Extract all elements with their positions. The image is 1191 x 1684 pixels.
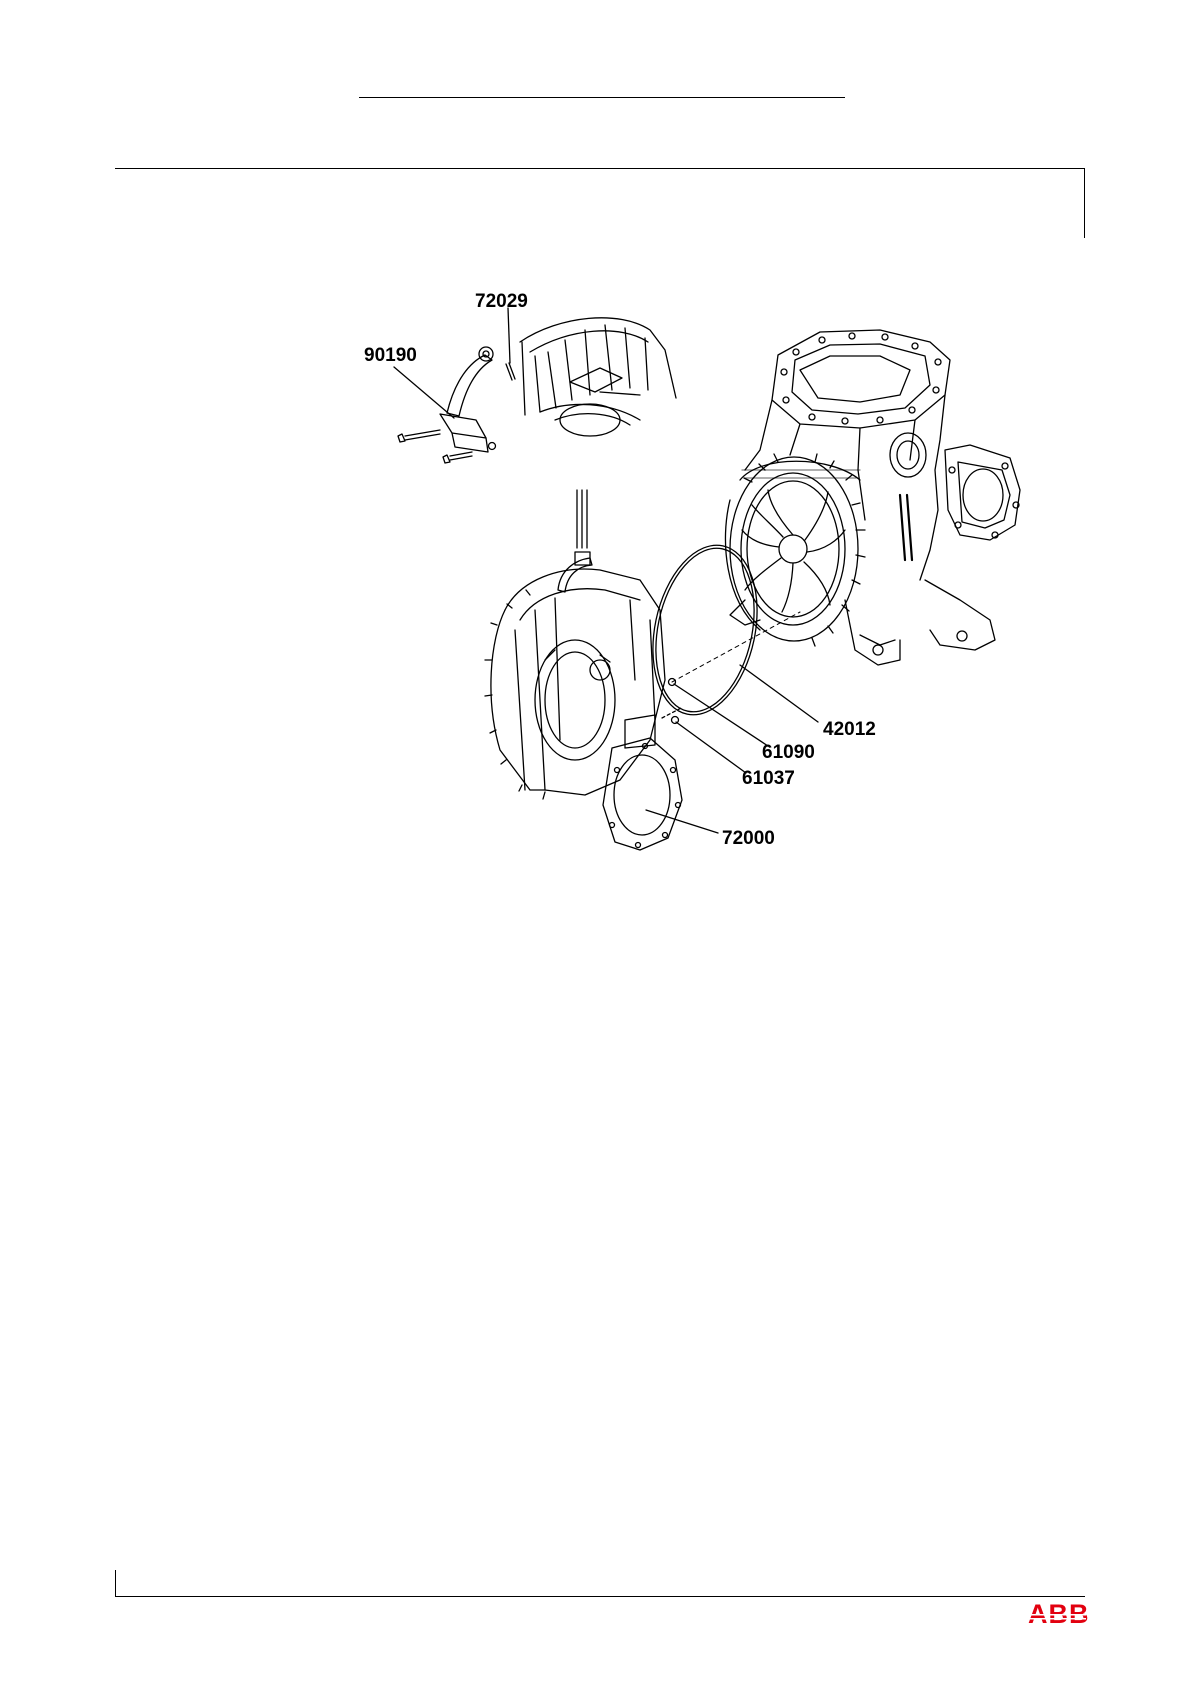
callout-72000: 72000 [722, 828, 775, 849]
leader-42012 [740, 665, 818, 722]
leader-72029 [508, 308, 510, 363]
leader-90190 [394, 367, 454, 418]
callout-61037: 61037 [742, 768, 795, 789]
flange-plate-part [603, 738, 682, 850]
o-ring-part [638, 535, 772, 724]
abb-logo: ABB [1028, 1599, 1090, 1629]
callout-72029: 72029 [475, 291, 528, 312]
upper-casing-detail [520, 318, 676, 436]
leader-61037 [676, 722, 746, 773]
callout-42012: 42012 [823, 719, 876, 740]
pin-part [506, 363, 515, 380]
lifting-chain [558, 490, 592, 592]
callout-90190: 90190 [364, 345, 417, 366]
callout-61090: 61090 [762, 742, 815, 763]
leader-61090 [674, 684, 768, 746]
turbocharger-body [725, 330, 1020, 665]
compressor-casing-part [485, 569, 665, 799]
